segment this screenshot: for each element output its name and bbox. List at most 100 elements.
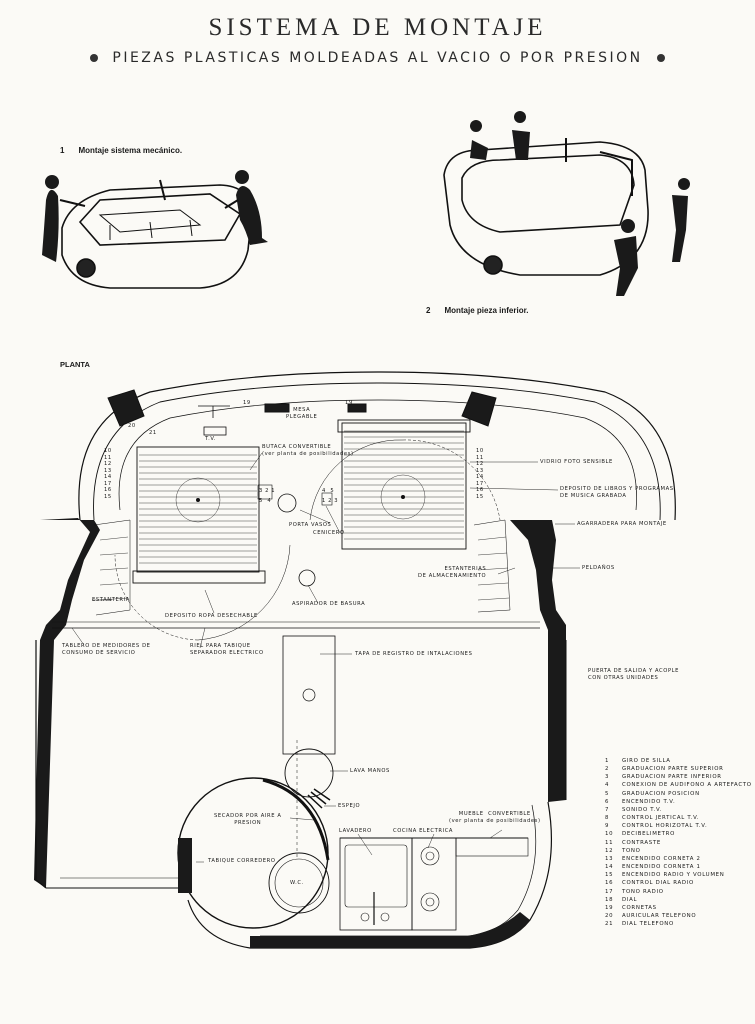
legend-item-number: 1	[605, 758, 610, 764]
legend-item-number: 10	[605, 831, 614, 838]
label-controls-right: 4 5 1 2 3	[322, 488, 339, 504]
label-21: 21	[149, 430, 157, 436]
legend-item: 15 ENCENDIDO RADIO Y VOLUMEN	[605, 871, 752, 879]
legend-item-text: CORNETAS	[622, 904, 657, 911]
legend-item-number: 3	[605, 774, 610, 781]
legend-item: 10 DECIBELIMETRO	[605, 830, 752, 838]
seat-left-hatch	[139, 454, 257, 564]
legend-item: 3 GRADUACION PARTE INFERIOR	[605, 773, 752, 781]
label-butaca: BUTACA CONVERTIBLE (ver planta de posibi…	[262, 444, 354, 457]
label-cocina: COCINA ELECTRICA	[393, 828, 454, 834]
legend-item-text: ENCENDIDO T.V.	[622, 798, 676, 805]
legend-item-text: CONTRASTE	[622, 839, 661, 846]
legend-item: 14 ENCENDIDO CORNETA 1	[605, 863, 752, 871]
label-side-right: 10 11 12 13 14 17 16 15	[476, 448, 484, 500]
legend-item-number: 14	[605, 864, 614, 871]
page-title: SISTEMA DE MONTAJE	[208, 14, 547, 41]
legend-item-text: DECIBELIMETRO	[622, 831, 676, 838]
legend-item-text: ENCENDIDO CORNETA 2	[622, 855, 701, 862]
label-mesa-plegable: MESA PLEGABLE	[286, 407, 318, 420]
label-wc: W.C.	[290, 880, 304, 886]
label-side-left: 10 11 12 13 14 17 16 15	[104, 448, 112, 500]
legend-item: 2 GRADUACION PARTE SUPERIOR	[605, 765, 752, 773]
bullet-left-icon	[90, 54, 99, 62]
legend-item-text: DIAL	[622, 896, 638, 903]
legend-item-number: 21	[605, 921, 614, 928]
label-deposito-libros: DEPOSITO DE LIBROS Y PROGRAMAS DE MUSICA…	[560, 486, 674, 499]
legend-item-number: 16	[605, 880, 614, 887]
subtitle-text: PIEZAS PLASTICAS MOLDEADAS AL VACIO O PO…	[112, 50, 643, 66]
legend-item: 16 CONTROL DIAL RADIO	[605, 879, 752, 887]
label-tablero: TABLERO DE MEDIDORES DE CONSUMO DE SERVI…	[62, 643, 151, 656]
label-riel: RIEL PARA TABIQUE SEPARADOR ELECTRICO	[190, 643, 264, 656]
legend-item-text: GIRO DE SILLA	[622, 758, 671, 764]
label-lava-manos: LAVA MANOS	[350, 768, 390, 774]
legend-item-number: 8	[605, 815, 610, 822]
legend-item-text: GRADUACION POSICION	[622, 790, 700, 797]
caption-1-text: Montaje sistema mecánico.	[78, 146, 183, 155]
legend-item-number: 12	[605, 847, 614, 854]
label-mueble: MUEBLE CONVERTIBLE (ver planta de posibi…	[449, 811, 541, 824]
floor-plan	[34, 371, 676, 949]
label-espejo: ESPEJO	[338, 803, 361, 809]
label-agarradera: AGARRADERA PARA MONTAJE	[577, 521, 667, 527]
legend-item: 18 DIAL	[605, 896, 752, 904]
label-20: 20	[128, 423, 136, 429]
assembly-sketch-1	[42, 170, 268, 289]
legend-item-number: 6	[605, 798, 610, 805]
label-19-right: 19	[345, 400, 353, 406]
caption-1-number: 1	[60, 146, 65, 155]
legend-item-text: CONTROL DIAL RADIO	[622, 880, 694, 887]
legend-item: 19 CORNETAS	[605, 904, 752, 912]
legend-item-text: GRADUACION PARTE INFERIOR	[622, 774, 722, 781]
label-19-left: 19	[243, 400, 251, 406]
label-puerta: PUERTA DE SALIDA Y ACOPLE CON OTRAS UNID…	[588, 668, 680, 681]
legend-item: 6 ENCENDIDO T.V.	[605, 798, 752, 806]
leader-lines	[71, 452, 580, 863]
label-tv: T.V.	[205, 436, 217, 442]
legend-item-text: ENCENDIDO RADIO Y VOLUMEN	[622, 872, 725, 879]
label-vidrio: VIDRIO FOTO SENSIBLE	[540, 459, 613, 465]
legend-item-text: ENCENDIDO CORNETA 1	[622, 864, 701, 871]
label-deposito-ropa: DEPOSITO ROPA DESECHABLE	[165, 613, 258, 619]
legend-item-number: 20	[605, 912, 614, 919]
label-controls-left: 3 2 1 5 4	[259, 488, 276, 504]
caption-1: 1 Montaje sistema mecánico.	[60, 146, 182, 155]
legend-item-text: DIAL TELEFONO	[622, 921, 674, 928]
legend-item: 1 GIRO DE SILLA	[605, 757, 752, 765]
page-subtitle: PIEZAS PLASTICAS MOLDEADAS AL VACIO O PO…	[0, 50, 755, 66]
label-cenicero: CENICERO	[313, 530, 345, 536]
legend-item-number: 9	[605, 823, 610, 830]
label-porta-vasos: PORTA VASOS	[289, 522, 332, 528]
legend-item-text: TONO RADIO	[622, 888, 664, 895]
legend-item-number: 2	[605, 766, 610, 773]
legend-item-text: GRADUACION PARTE SUPERIOR	[622, 766, 724, 773]
legend-item-number: 13	[605, 855, 614, 862]
legend-item-number: 15	[605, 872, 614, 879]
legend-item-text: CONTROL JERTICAL T.V.	[622, 815, 700, 822]
legend-item-number: 18	[605, 896, 614, 903]
label-lavadero: LAVADERO	[339, 828, 372, 834]
caption-2-number: 2	[426, 306, 431, 315]
legend-item-number: 4	[605, 782, 610, 789]
legend-item-text: AURICULAR TELEFONO	[622, 912, 697, 919]
legend-item-number: 17	[605, 888, 614, 895]
caption-2-text: Montaje pieza inferior.	[444, 306, 529, 315]
caption-2: 2 Montaje pieza inferior.	[426, 306, 528, 315]
label-aspirador: ASPIRADOR DE BASURA	[292, 601, 366, 607]
legend-item: 20 AURICULAR TELEFONO	[605, 912, 752, 920]
legend-item: 21 DIAL TELEFONO	[605, 920, 752, 928]
legend-item: 8 CONTROL JERTICAL T.V.	[605, 814, 752, 822]
legend-item-number: 19	[605, 904, 614, 911]
label-estanteria: ESTANTERIA	[92, 597, 130, 603]
legend-item: 17 TONO RADIO	[605, 888, 752, 896]
legend-list: 1 GIRO DE SILLA 2 GRADUACION PARTE SUPERIOR…	[605, 757, 752, 928]
assembly-sketch-2	[443, 111, 690, 296]
